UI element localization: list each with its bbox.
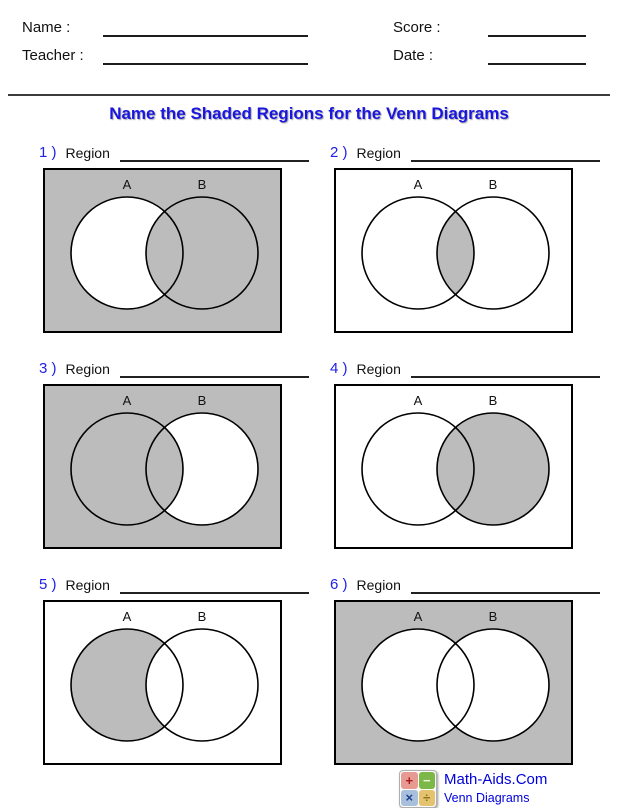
- problem-prompt-row: 2 ) Region: [330, 139, 600, 162]
- problem-prompt-row: 6 ) Region: [330, 571, 600, 594]
- region-prompt: Region: [356, 145, 401, 161]
- date-field[interactable]: [488, 50, 586, 65]
- problem-number: 6 ): [330, 576, 348, 593]
- problem-number: 1 ): [39, 144, 57, 161]
- times-icon: ×: [401, 789, 418, 806]
- score-row: Score :: [393, 18, 593, 37]
- teacher-label: Teacher :: [22, 47, 84, 64]
- divide-icon: ÷: [418, 789, 435, 806]
- problem-number: 2 ): [330, 144, 348, 161]
- set-b-outline: [145, 412, 259, 526]
- set-b-outline: [436, 628, 550, 742]
- problem-number: 5 ): [39, 576, 57, 593]
- intersection-fill: [437, 413, 474, 525]
- set-a-outline: [70, 412, 184, 526]
- worksheet-type-label: Venn Diagrams: [444, 791, 530, 805]
- set-label-b: B: [489, 177, 498, 192]
- problem-prompt-row: 1 ) Region: [39, 139, 309, 162]
- set-a-outline: [70, 196, 184, 310]
- math-aids-logo: + − × ÷: [399, 770, 437, 808]
- region-answer-field[interactable]: [410, 579, 600, 594]
- set-label-a: A: [123, 609, 132, 624]
- score-field[interactable]: [488, 22, 586, 37]
- region-answer-field[interactable]: [410, 147, 600, 162]
- set-label-b: B: [489, 609, 498, 624]
- header-left-column: Name : Teacher :: [22, 18, 362, 74]
- teacher-field[interactable]: [103, 50, 308, 65]
- worksheet-header: Name : Teacher : Score : Date :: [0, 0, 618, 74]
- name-row: Name :: [22, 18, 362, 37]
- score-label: Score :: [393, 19, 441, 36]
- set-label-b: B: [198, 609, 207, 624]
- name-field[interactable]: [103, 22, 308, 37]
- set-label-a: A: [414, 177, 423, 192]
- set-b-outline: [145, 628, 259, 742]
- plus-icon: +: [401, 772, 418, 789]
- set-label-a: A: [123, 177, 132, 192]
- teacher-row: Teacher :: [22, 46, 362, 65]
- region-prompt: Region: [65, 145, 110, 161]
- problem-number: 3 ): [39, 360, 57, 377]
- set-label-b: B: [489, 393, 498, 408]
- header-right-column: Score : Date :: [393, 18, 593, 74]
- name-label: Name :: [22, 19, 71, 36]
- set-b-outline: [145, 196, 259, 310]
- region-prompt: Region: [356, 361, 401, 377]
- problem-prompt-row: 4 ) Region: [330, 355, 600, 378]
- region-answer-field[interactable]: [119, 579, 309, 594]
- set-b-outline: [436, 412, 550, 526]
- set-a-outline: [361, 412, 475, 526]
- set-label-b: B: [198, 177, 207, 192]
- set-label-a: A: [414, 393, 423, 408]
- set-a-outline: [361, 628, 475, 742]
- intersection-fill: [437, 629, 474, 741]
- set-label-a: A: [123, 393, 132, 408]
- problem-prompt-row: 5 ) Region: [39, 571, 309, 594]
- region-prompt: Region: [356, 577, 401, 593]
- minus-icon: −: [418, 772, 435, 789]
- intersection-fill: [437, 197, 474, 309]
- set-a-outline: [70, 628, 184, 742]
- region-prompt: Region: [65, 577, 110, 593]
- site-link[interactable]: Math-Aids.Com: [444, 771, 548, 788]
- region-answer-field[interactable]: [410, 363, 600, 378]
- region-answer-field[interactable]: [119, 147, 309, 162]
- problem-prompt-row: 3 ) Region: [39, 355, 309, 378]
- region-prompt: Region: [65, 361, 110, 377]
- set-label-a: A: [414, 609, 423, 624]
- intersection-fill: [146, 629, 183, 741]
- region-answer-field[interactable]: [119, 363, 309, 378]
- problem-number: 4 ): [330, 360, 348, 377]
- set-label-b: B: [198, 393, 207, 408]
- intersection-fill: [146, 197, 183, 309]
- page-title: Name the Shaded Regions for the Venn Dia…: [109, 104, 509, 123]
- set-b-outline: [436, 196, 550, 310]
- footer-brand: + − × ÷ Math-Aids.Com Venn Diagrams: [399, 770, 618, 808]
- date-row: Date :: [393, 46, 593, 65]
- intersection-fill: [146, 413, 183, 525]
- set-a-outline: [361, 196, 475, 310]
- header-divider: [8, 94, 610, 96]
- date-label: Date :: [393, 47, 434, 64]
